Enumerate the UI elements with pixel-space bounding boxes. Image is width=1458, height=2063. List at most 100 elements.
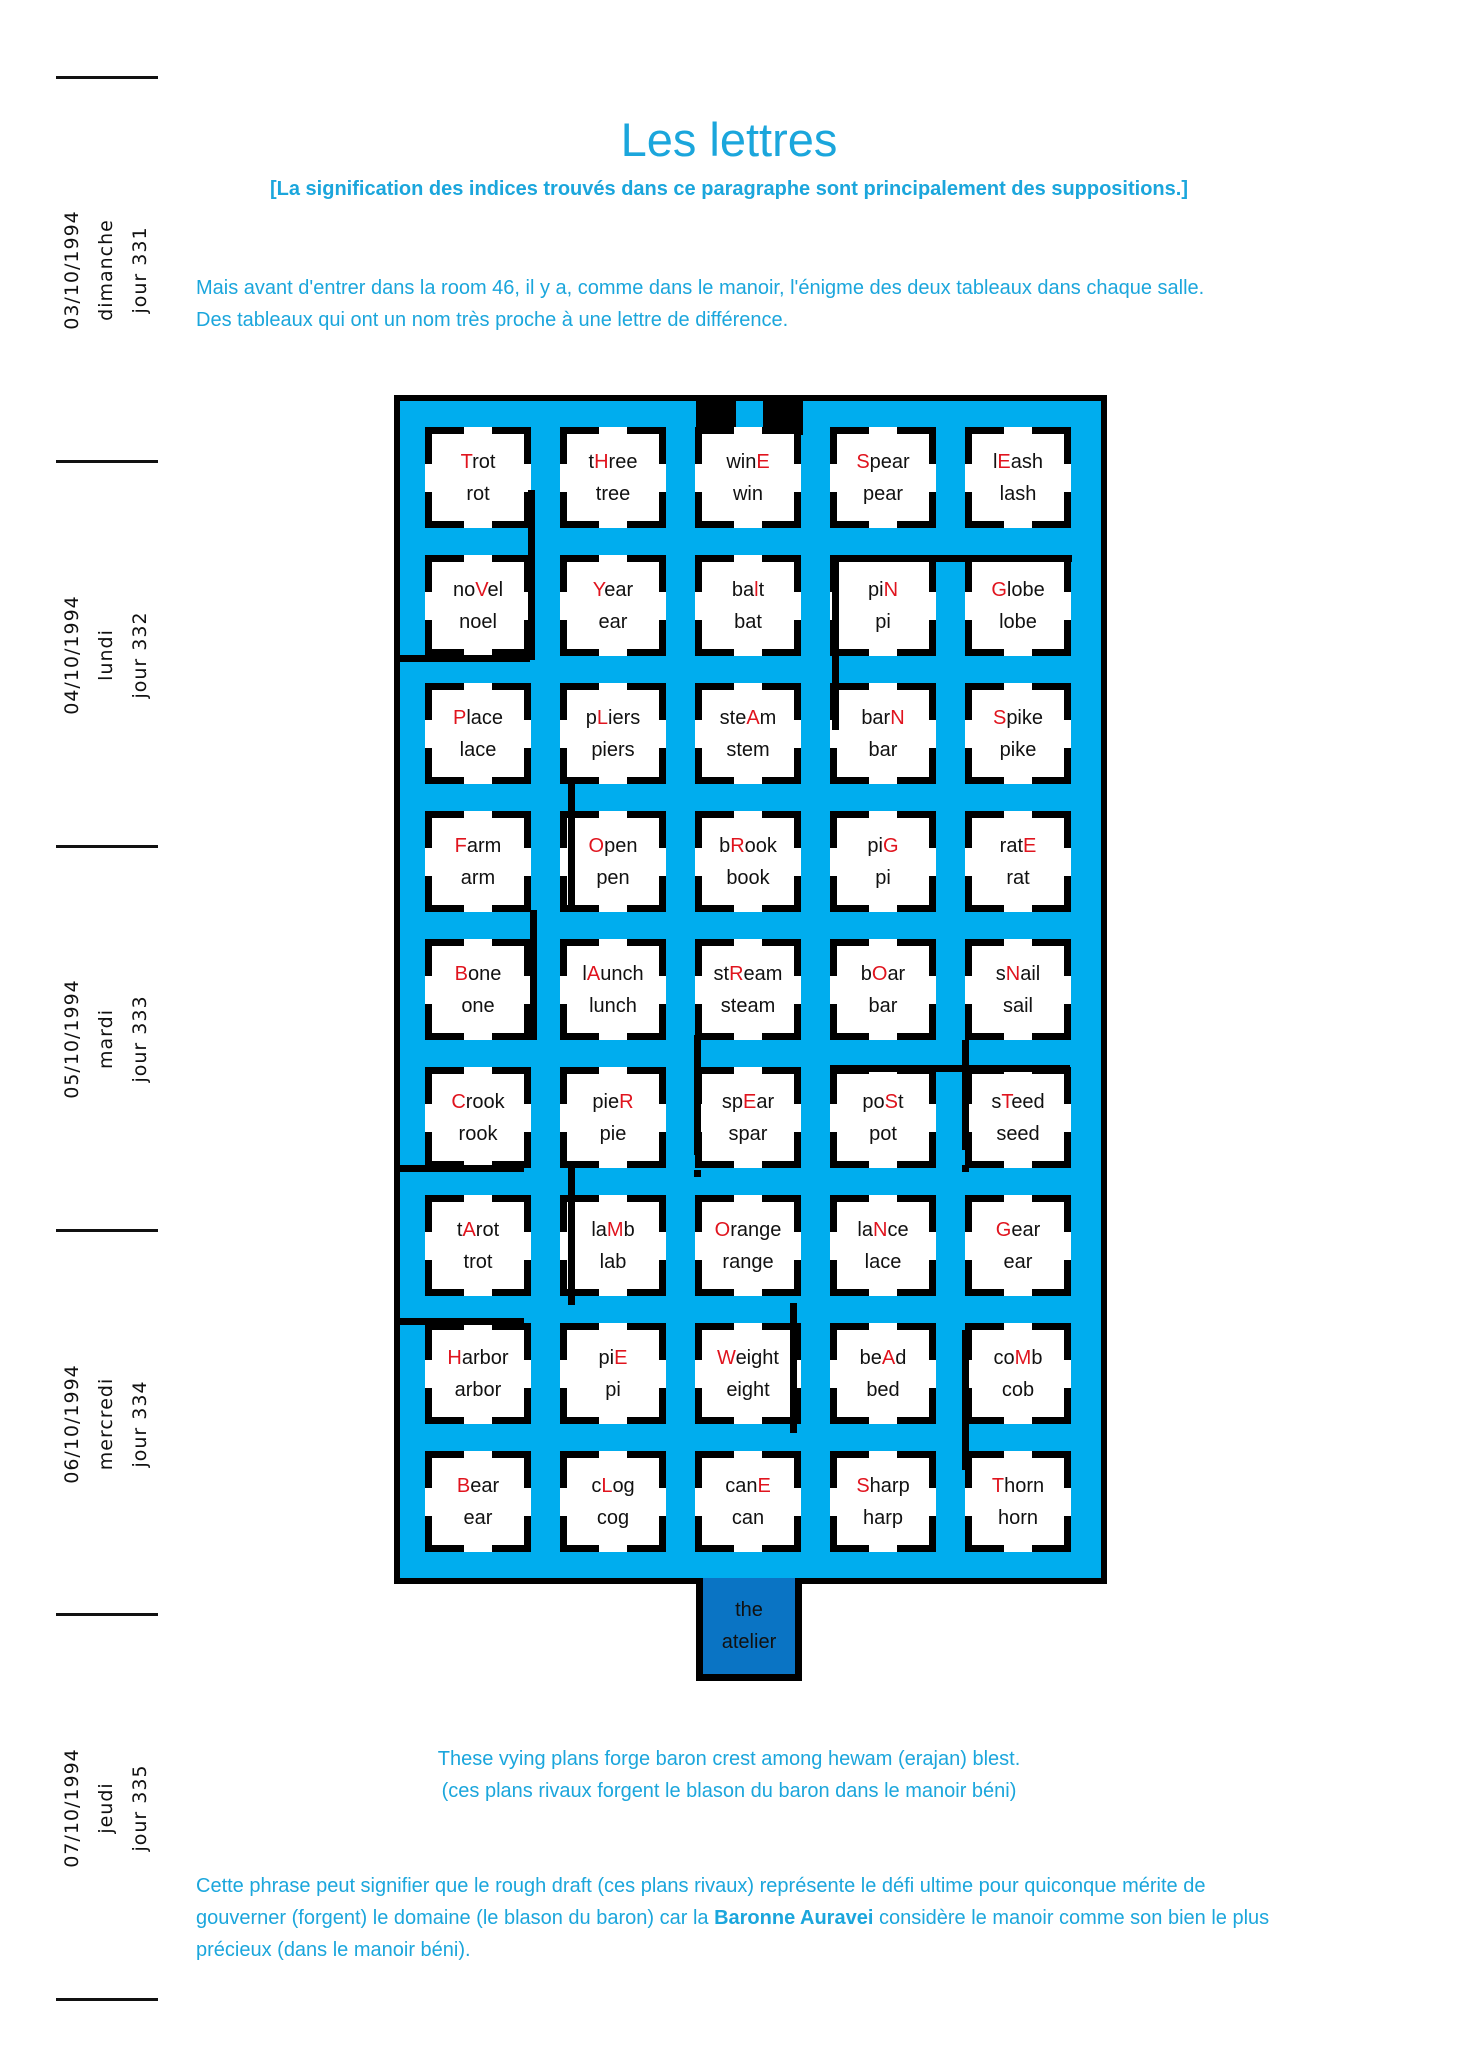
different-letter: A bbox=[462, 1218, 476, 1241]
painting-name-variant: pear bbox=[862, 482, 904, 505]
painting-name-variant: range bbox=[722, 1250, 774, 1273]
painting-name: Sharp bbox=[856, 1474, 910, 1497]
door bbox=[599, 1195, 627, 1202]
door bbox=[734, 939, 762, 946]
different-letter: R bbox=[619, 1090, 634, 1113]
different-letter: B bbox=[456, 1474, 471, 1497]
different-letter: M bbox=[1014, 1346, 1032, 1369]
painting-name-variant: rot bbox=[466, 482, 490, 505]
divider bbox=[56, 76, 158, 79]
maze-wall bbox=[694, 1035, 701, 1155]
intro-line: Des tableaux qui ont un nom très proche … bbox=[196, 309, 789, 331]
different-letter: S bbox=[856, 1474, 870, 1497]
door bbox=[599, 649, 627, 656]
maze-wall bbox=[530, 910, 537, 1040]
door bbox=[734, 1067, 762, 1074]
door bbox=[425, 1232, 432, 1260]
door bbox=[695, 1360, 702, 1388]
painting-name: Weight bbox=[717, 1346, 779, 1369]
painting-name: piE bbox=[598, 1346, 628, 1369]
door bbox=[464, 905, 492, 912]
painting-name-variant: pi bbox=[875, 866, 891, 889]
door bbox=[734, 1195, 762, 1202]
door bbox=[869, 1545, 897, 1552]
door bbox=[794, 1232, 801, 1260]
different-letter: G bbox=[883, 834, 899, 857]
different-letter: E bbox=[757, 1474, 771, 1497]
door bbox=[464, 1451, 492, 1458]
door bbox=[464, 777, 492, 784]
painting-name-variant: pi bbox=[875, 610, 891, 633]
date-weekday: lundi bbox=[95, 628, 117, 681]
painting-name-variant: bar bbox=[868, 738, 898, 761]
painting-name-variant: bar bbox=[868, 994, 898, 1017]
intro-paragraph: Mais avant d'entrer dans la room 46, il … bbox=[196, 272, 1276, 336]
door bbox=[869, 905, 897, 912]
door bbox=[734, 1161, 762, 1168]
door bbox=[1004, 521, 1032, 528]
maze-wall bbox=[528, 490, 535, 660]
door bbox=[659, 976, 666, 1004]
painting-name-variant: win bbox=[732, 482, 763, 505]
door bbox=[659, 464, 666, 492]
door bbox=[560, 720, 567, 748]
door bbox=[1004, 905, 1032, 912]
painting-name: Thorn bbox=[991, 1474, 1045, 1497]
door bbox=[464, 1417, 492, 1424]
door bbox=[464, 1323, 492, 1330]
door bbox=[965, 848, 972, 876]
quote-translation: (ces plans rivaux forgent le blason du b… bbox=[441, 1780, 1017, 1802]
different-letter: A bbox=[586, 962, 601, 985]
date-day: jour 333 bbox=[129, 995, 151, 1083]
maze-wall bbox=[790, 1303, 797, 1433]
painting-name: Trot bbox=[460, 450, 496, 473]
maze-wall bbox=[962, 1040, 969, 1150]
door bbox=[1064, 720, 1071, 748]
painting-name: spEar bbox=[721, 1090, 775, 1113]
door bbox=[599, 427, 627, 434]
door bbox=[1004, 811, 1032, 818]
maze-wall bbox=[962, 1330, 969, 1470]
painting-name-variant: piers bbox=[591, 738, 635, 761]
different-letter: G bbox=[995, 1218, 1012, 1241]
door bbox=[1064, 592, 1071, 620]
different-letter: l bbox=[754, 578, 759, 601]
door bbox=[869, 1289, 897, 1296]
painting-name-variant: steam bbox=[720, 994, 776, 1017]
painting-name: lEash bbox=[992, 450, 1044, 473]
door bbox=[929, 1488, 936, 1516]
different-letter: F bbox=[454, 834, 467, 857]
page-title: Les lettres bbox=[620, 113, 838, 166]
riddle-quote: These vying plans forge baron crest amon… bbox=[0, 1743, 1458, 1807]
door bbox=[734, 1545, 762, 1552]
exit-label: the bbox=[735, 1599, 763, 1621]
divider bbox=[56, 460, 158, 463]
door bbox=[560, 1360, 567, 1388]
painting-name: canE bbox=[725, 1474, 771, 1497]
date-day: jour 334 bbox=[129, 1379, 151, 1468]
door bbox=[869, 1323, 897, 1330]
door bbox=[695, 848, 702, 876]
door bbox=[830, 1360, 837, 1388]
door bbox=[560, 592, 567, 620]
different-letter: B bbox=[454, 962, 468, 985]
door bbox=[524, 1104, 531, 1132]
different-letter: A bbox=[881, 1346, 896, 1369]
painting-name-variant: trot bbox=[463, 1250, 493, 1273]
